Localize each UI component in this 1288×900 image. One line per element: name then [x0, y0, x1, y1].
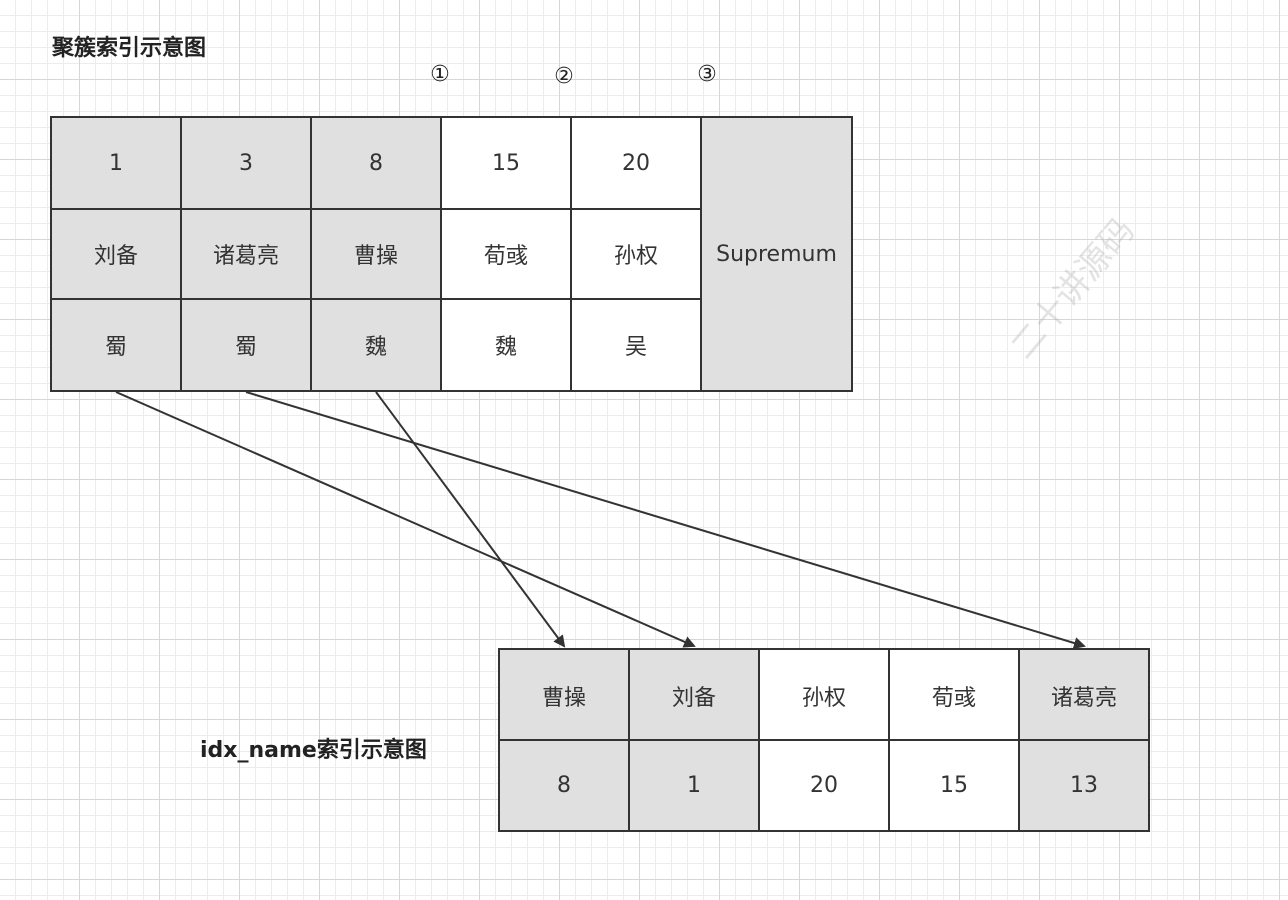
svg-text:二十讲源码: 二十讲源码 [1003, 211, 1143, 366]
clustered-name-cell: 孙权 [570, 208, 702, 300]
supremum-cell: Supremum [700, 116, 853, 392]
secondary-name-cell: 荀彧 [888, 648, 1020, 743]
secondary-name-cell: 诸葛亮 [1018, 648, 1150, 743]
secondary-id-cell: 15 [888, 739, 1020, 832]
clustered-id-cell: 1 [50, 116, 182, 210]
secondary-index-title: idx_name索引示意图 [200, 738, 427, 763]
watermark-stamp-icon: 二十讲源码 [1003, 211, 1143, 367]
secondary-id-cell: 1 [628, 739, 760, 832]
clustered-country-cell: 魏 [310, 298, 442, 392]
clustered-country-cell: 蜀 [180, 298, 312, 392]
pointer-arrow [245, 391, 1086, 649]
clustered-country-cell: 吴 [570, 298, 702, 392]
clustered-name-cell: 刘备 [50, 208, 182, 300]
secondary-name-cell: 孙权 [758, 648, 890, 743]
clustered-country-cell: 魏 [440, 298, 572, 392]
secondary-id-cell: 20 [758, 739, 890, 832]
clustered-id-cell: 20 [570, 116, 702, 210]
clustered-country-cell: 蜀 [50, 298, 182, 392]
clustered-id-cell: 3 [180, 116, 312, 210]
pointer-arrow [375, 391, 566, 648]
pointer-arrow [115, 391, 696, 648]
secondary-id-cell: 8 [498, 739, 630, 832]
clustered-name-cell: 曹操 [310, 208, 442, 300]
marker-2: ② [554, 64, 574, 89]
secondary-id-cell: 13 [1018, 739, 1150, 832]
watermark: 二十讲源码 [1002, 187, 1168, 372]
marker-1: ① [430, 62, 450, 87]
marker-3: ③ [697, 62, 717, 87]
clustered-id-cell: 15 [440, 116, 572, 210]
clustered-id-cell: 8 [310, 116, 442, 210]
secondary-name-cell: 刘备 [628, 648, 760, 743]
clustered-index-title: 聚簇索引示意图 [52, 36, 207, 61]
secondary-name-cell: 曹操 [498, 648, 630, 743]
clustered-name-cell: 荀彧 [440, 208, 572, 300]
clustered-name-cell: 诸葛亮 [180, 208, 312, 300]
